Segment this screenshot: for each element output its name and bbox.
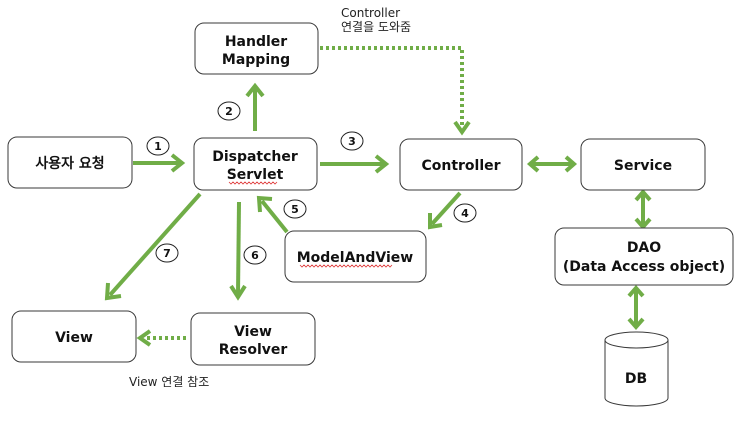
view-note: View 연결 참조 [129, 375, 209, 389]
view-label: View [55, 330, 93, 346]
user-request-label: 사용자 요청 [35, 156, 104, 172]
step-5: 5 [283, 199, 307, 219]
dao-label-2: (Data Access object) [563, 259, 725, 275]
svg-text:1: 1 [154, 140, 162, 153]
dao-label-1: DAO [627, 240, 661, 256]
node-dao: DAO (Data Access object) [554, 227, 734, 286]
node-user-request: 사용자 요청 [7, 136, 133, 189]
arrow-service-dao-bidirectional [634, 188, 652, 231]
arrow-6-dispatcher-to-viewresolver [229, 201, 247, 301]
node-view-resolver: View Resolver [190, 312, 316, 366]
svg-text:3: 3 [348, 135, 356, 148]
view-resolver-label-1: View [234, 324, 272, 340]
arrow-controller-service-bidirectional [526, 155, 578, 173]
controller-label: Controller [421, 158, 500, 174]
arrow-3-dispatcher-to-controller [320, 154, 390, 174]
svg-text:5: 5 [291, 203, 299, 216]
step-3: 3 [340, 131, 364, 151]
arrow-4-controller-to-modelandview [428, 191, 462, 230]
handler-mapping-label-1: Handler [225, 34, 287, 50]
node-db: DB [604, 331, 669, 407]
svg-text:7: 7 [163, 247, 171, 260]
handler-note-line-1: Controller [341, 6, 400, 20]
model-and-view-label: ModelAndView [297, 250, 414, 266]
step-6: 6 [243, 245, 267, 265]
arrow-2-dispatcher-to-handler [245, 82, 265, 131]
arrow-7-dispatcher-to-view [104, 192, 202, 301]
handler-mapping-label-2: Mapping [222, 52, 290, 68]
svg-text:4: 4 [461, 207, 469, 220]
step-7: 7 [155, 243, 179, 263]
node-model-and-view: ModelAndView [284, 230, 427, 283]
dispatcher-servlet-label-1: Dispatcher [212, 149, 298, 165]
dispatcher-servlet-label-2: Servlet [227, 167, 284, 183]
step-2: 2 [217, 101, 241, 121]
node-view: View [11, 310, 137, 363]
service-label: Service [614, 158, 672, 174]
arrow-handler-to-controller-dotted [320, 46, 471, 136]
node-handler-mapping: Handler Mapping [194, 22, 319, 75]
handler-note-line-2: 연결을 도와줌 [341, 20, 411, 34]
step-1: 1 [146, 136, 170, 156]
node-controller: Controller [399, 138, 523, 191]
node-dispatcher-servlet: Dispatcher Servlet [193, 137, 318, 191]
svg-text:6: 6 [251, 249, 259, 262]
db-label: DB [625, 371, 647, 387]
arrow-1-request-to-dispatcher [133, 153, 186, 173]
arrow-5-modelandview-to-dispatcher [256, 195, 289, 234]
arrow-viewresolver-to-view-dotted [136, 329, 186, 347]
view-resolver-label-2: Resolver [219, 342, 288, 358]
svg-text:2: 2 [225, 105, 233, 118]
step-4: 4 [453, 203, 477, 223]
arrow-dao-db-bidirectional [627, 284, 645, 331]
node-service: Service [580, 138, 706, 191]
